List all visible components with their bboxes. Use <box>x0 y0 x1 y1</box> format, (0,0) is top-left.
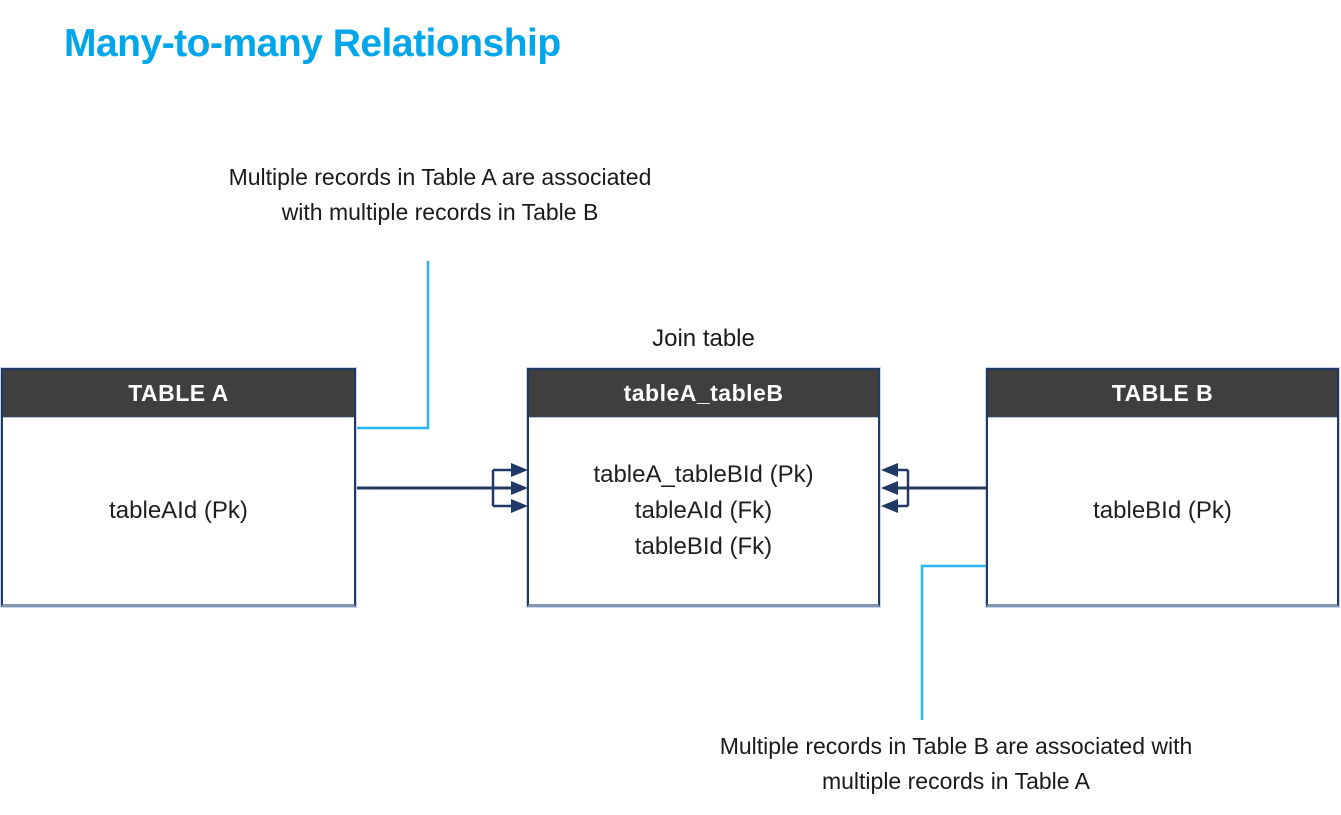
table-a-header: TABLE A <box>3 370 354 418</box>
table-a-body: tableAId (Pk) <box>3 418 354 604</box>
annotation-table-b: Multiple records in Table B are associat… <box>646 729 1266 799</box>
arrowhead-a-top <box>511 463 528 477</box>
table-b: TABLE B tableBId (Pk) <box>986 368 1339 607</box>
table-a: TABLE A tableAId (Pk) <box>1 368 356 607</box>
annotation-table-a-line2: with multiple records in Table B <box>281 199 599 225</box>
join-table: tableA_tableB tableA_tableBId (Pk) table… <box>527 368 880 607</box>
join-table-body: tableA_tableBId (Pk) tableAId (Fk) table… <box>529 418 878 604</box>
annotation-table-a-line1: Multiple records in Table A are associat… <box>228 164 652 190</box>
annotation-table-b-line2: multiple records in Table A <box>821 768 1091 794</box>
table-b-field-primary-key: tableBId (Pk) <box>1093 497 1232 524</box>
arrowhead-b-mid <box>881 481 898 495</box>
connector-a-to-join <box>357 463 528 513</box>
join-table-field-fk-a: tableAId (Fk) <box>634 497 773 524</box>
annotation-table-b-line1: Multiple records in Table B are associat… <box>719 733 1193 759</box>
arrowhead-b-top <box>881 463 898 477</box>
arrowhead-b-bottom <box>881 499 898 513</box>
join-table-label: Join table <box>652 325 755 352</box>
table-b-header: TABLE B <box>988 370 1337 418</box>
join-table-header: tableA_tableB <box>529 370 878 418</box>
callout-line-top <box>357 261 430 430</box>
callout-line-bottom <box>920 564 986 720</box>
table-b-body: tableBId (Pk) <box>988 418 1337 604</box>
join-table-field-fk-b: tableBId (Fk) <box>634 533 773 560</box>
connector-b-to-join <box>881 463 986 513</box>
annotation-table-a: Multiple records in Table A are associat… <box>180 160 700 230</box>
join-table-field-primary-key: tableA_tableBId (Pk) <box>593 461 814 488</box>
page-title: Many-to-many Relationship <box>64 22 561 65</box>
arrowhead-a-bottom <box>511 499 528 513</box>
arrowhead-a-mid <box>511 481 528 495</box>
table-a-field-primary-key: tableAId (Pk) <box>109 497 248 524</box>
